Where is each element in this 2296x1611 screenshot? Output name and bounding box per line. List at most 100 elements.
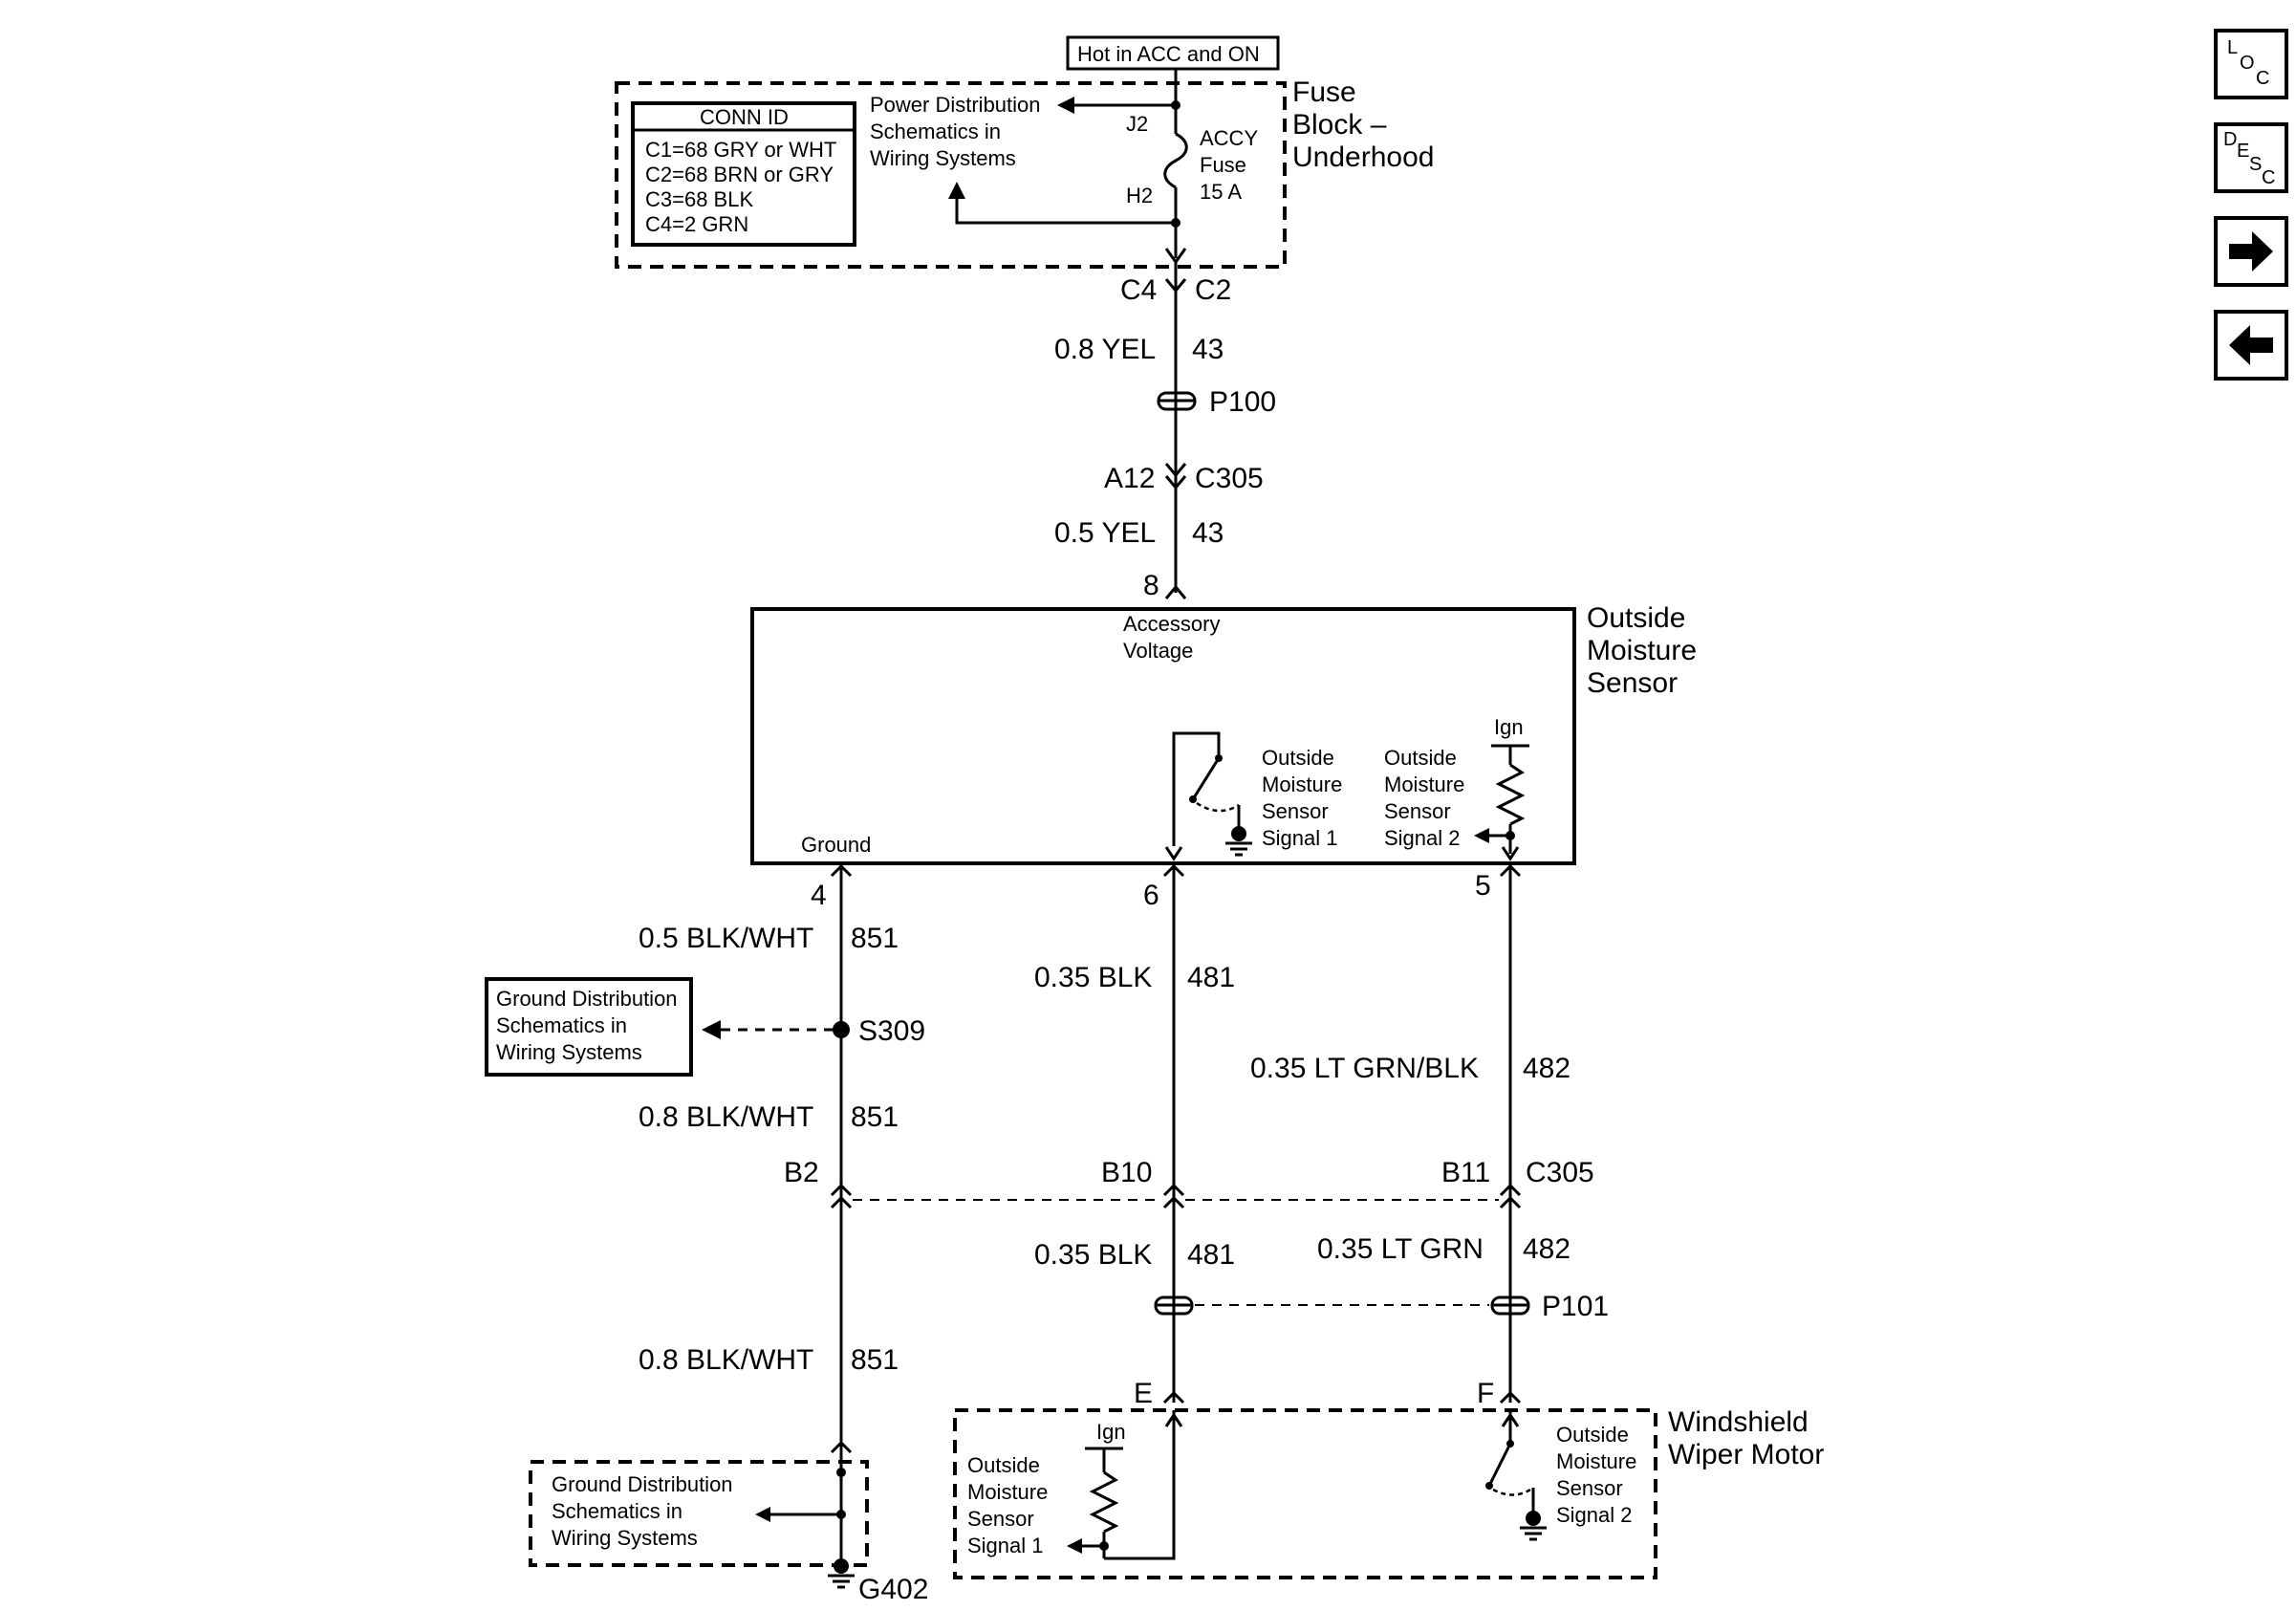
w481-a-circuit: 481 [1187,962,1235,993]
fuse-block-title-2: Block – [1292,109,1387,141]
arrow-left-icon [2229,325,2273,365]
sensor-signal2-3: Sensor [1384,799,1451,823]
ground-ref2-1: Ground Distribution [552,1472,733,1496]
ground-ref-2: Schematics in [496,1013,627,1037]
b10-label: B10 [1101,1157,1152,1188]
accessory-1: Accessory [1123,612,1220,636]
c305-upper-label: C305 [1195,463,1264,494]
s309-label: S309 [858,1015,925,1047]
desc-e: E [2237,141,2249,162]
sensor-outline [750,607,1576,865]
accessory-2: Voltage [1123,639,1193,663]
sensor-signal2-4: Signal 2 [1384,826,1461,850]
g402-label: G402 [858,1574,928,1605]
w851-c-label: 0.8 BLK/WHT [639,1344,813,1376]
p100-label: P100 [1209,386,1276,418]
wiper-signal1-1: Outside [967,1453,1040,1477]
w482-a-circuit: 482 [1523,1053,1570,1084]
power-ref-2: Schematics in [870,120,1001,143]
fuse-block-outline [615,81,1287,269]
sensor-title-1: Outside [1587,602,1685,634]
w851-b-circuit: 851 [851,1101,899,1133]
w482-a-label: 0.35 LT GRN/BLK [1250,1053,1479,1084]
wiper-title-1: Windshield [1668,1406,1809,1438]
j2-label: J2 [1126,112,1148,136]
sensor-signal1-1: Outside [1262,746,1334,770]
loc-c: C [2256,68,2269,89]
fuse-label-3: 15 A [1200,180,1242,204]
upper-wire: C4 C2 0.8 YEL 43 P100 A12 C305 0.5 YEL 4… [1054,262,1276,601]
fuse-block: Hot in ACC and ON Fuse Block – Underhood… [615,35,1434,269]
wiper-signal1-3: Sensor [967,1507,1034,1531]
ground-ref2-2: Schematics in [552,1499,682,1523]
desc-d: D [2223,129,2237,150]
b11-label: B11 [1441,1157,1490,1188]
g402-ground-icon [834,1558,849,1574]
desc-s: S [2249,154,2262,175]
w851-b-label: 0.8 BLK/WHT [639,1101,813,1133]
loc-button[interactable]: L O C [2214,29,2288,99]
pin-f-label: F [1477,1378,1494,1409]
wiper-signal1-4: Signal 1 [967,1534,1044,1557]
wiper-ign-label: Ign [1096,1420,1126,1444]
w481-a-label: 0.35 BLK [1034,962,1152,993]
wiper-outline [953,1408,1657,1579]
ground-label: Ground [801,833,871,857]
sensor-ign-label: Ign [1494,715,1524,739]
desc-icon [2214,122,2288,193]
fuse-block-title-3: Underhood [1292,142,1434,173]
wiper-signal1-2: Moisture [967,1480,1048,1504]
wire-yel-1-circuit: 43 [1192,334,1224,365]
loc-icon [2214,29,2288,99]
b2-label: B2 [784,1157,819,1188]
w482-b-label: 0.35 LT GRN [1317,1233,1484,1265]
ground-ref2-3: Wiring Systems [552,1526,698,1550]
back-button[interactable] [2214,310,2288,381]
sensor-signal2-2: Moisture [1384,773,1464,796]
w851-a-circuit: 851 [851,923,899,954]
wiper-signal2-2: Moisture [1556,1449,1636,1473]
power-ref-1: Power Distribution [870,93,1041,117]
pin-5-label: 5 [1475,870,1491,902]
p101-label: P101 [1542,1291,1609,1322]
wiper-signal2-4: Signal 2 [1556,1503,1633,1527]
sensor-signal1-4: Signal 1 [1262,826,1338,850]
pin-4-label: 4 [811,880,827,911]
hot-label: Hot in ACC and ON [1077,42,1260,66]
windshield-wiper-motor: Windshield Wiper Motor E F Ign Outside M… [953,1378,1824,1579]
wire-yel-2-circuit: 43 [1192,517,1224,549]
fuse-block-title-1: Fuse [1292,76,1356,108]
next-button[interactable] [2214,216,2288,287]
sensor-signal1-2: Moisture [1262,773,1342,796]
conn-id-c3: C3=68 BLK [645,187,753,211]
loc-o: O [2240,53,2255,74]
w482-b-circuit: 482 [1523,1233,1570,1265]
ground-ref-1: Ground Distribution [496,987,678,1011]
ground-ref-box [485,977,693,1077]
lower-wires: 0.5 BLK/WHT 851 Ground Distribution Sche… [485,863,1609,1605]
nav-panel: L O C D E S C [2214,29,2288,381]
h2-label: H2 [1126,184,1153,207]
c2-label: C2 [1195,274,1231,306]
outside-moisture-sensor: Outside Moisture Sensor Accessory Voltag… [750,602,1697,911]
sensor-title-3: Sensor [1587,667,1678,699]
wiper-title-2: Wiper Motor [1668,1439,1824,1470]
wiper-signal2-3: Sensor [1556,1476,1623,1500]
sensor-title-2: Moisture [1587,635,1697,666]
s309-splice [833,1021,850,1038]
w481-b-label: 0.35 BLK [1034,1239,1152,1271]
desc-button[interactable]: D E S C [2214,122,2288,193]
a12-label: A12 [1104,463,1155,494]
wire-yel-1-label: 0.8 YEL [1054,334,1156,365]
desc-c: C [2262,167,2275,188]
sensor-signal2-1: Outside [1384,746,1457,770]
sensor-signal1-3: Sensor [1262,799,1329,823]
wiper-signal2-1: Outside [1556,1423,1629,1447]
arrow-right-icon [2229,231,2273,272]
c4-label: C4 [1120,274,1157,306]
hot-label-box [1066,35,1280,71]
conn-id-title: CONN ID [700,105,789,129]
conn-id-box [631,101,856,247]
w851-a-label: 0.5 BLK/WHT [639,923,813,954]
